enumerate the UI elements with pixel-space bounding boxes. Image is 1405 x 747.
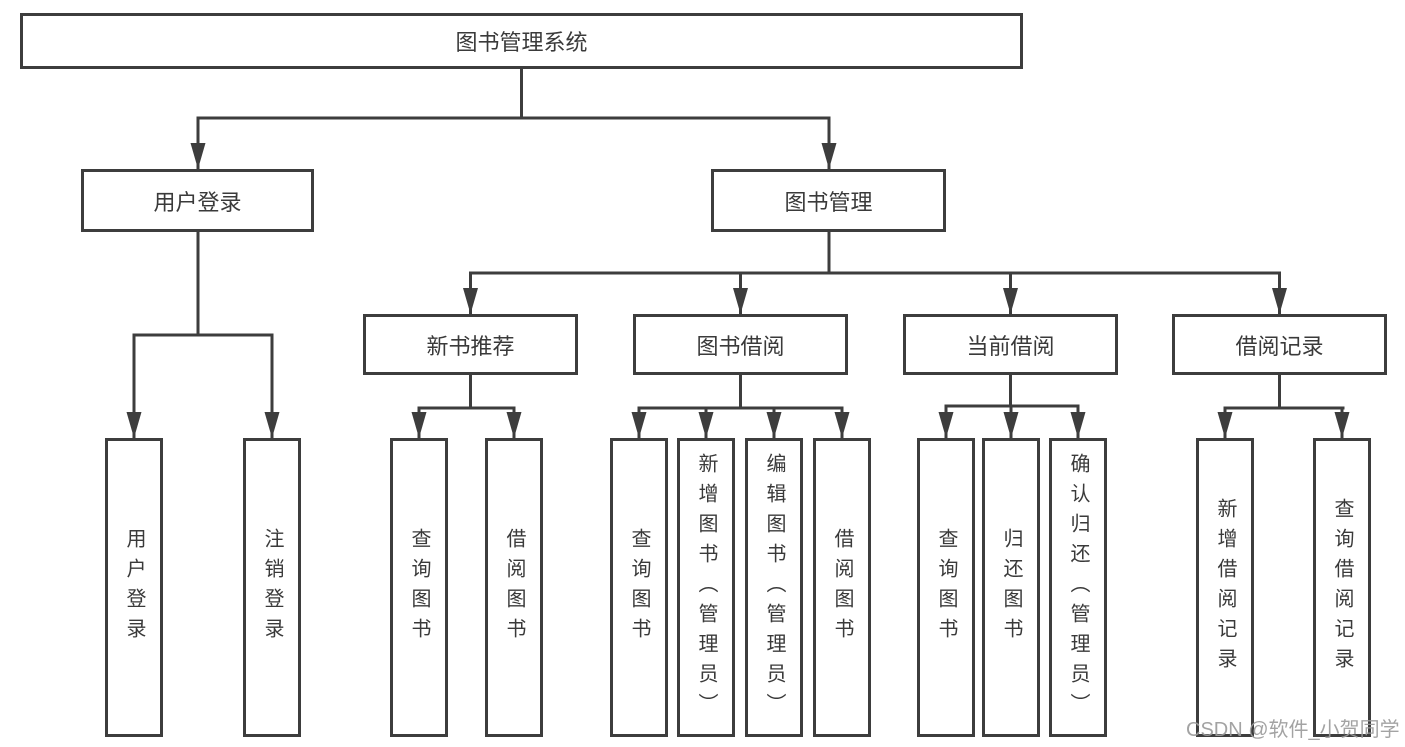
leaf-add-book-admin: 新增图书（管理员） xyxy=(677,438,735,737)
leaf-confirm-return-admin: 确认归还（管理员） xyxy=(1049,438,1107,737)
leaf-borrow-books-recommend: 借阅图书 xyxy=(485,438,543,737)
leaf-user-login: 用户登录 xyxy=(105,438,163,737)
leaf-label: 借阅图书 xyxy=(831,527,853,648)
leaf-borrow-books: 借阅图书 xyxy=(813,438,871,737)
node-root-label: 图书管理系统 xyxy=(455,30,588,55)
leaf-edit-book-admin: 编辑图书（管理员） xyxy=(745,438,803,737)
leaf-label: 新增借阅记录 xyxy=(1214,497,1236,678)
leaf-label: 归还图书 xyxy=(1000,527,1022,648)
leaf-return-book: 归还图书 xyxy=(982,438,1040,737)
leaf-label: 新增图书（管理员） xyxy=(695,452,717,723)
leaf-add-borrow-record: 新增借阅记录 xyxy=(1196,438,1254,737)
leaf-query-borrow-record: 查询借阅记录 xyxy=(1313,438,1371,737)
leaf-label: 编辑图书（管理员） xyxy=(763,452,785,723)
node-label: 借阅记录 xyxy=(1235,333,1324,359)
node-user-login: 用户登录 xyxy=(81,169,314,232)
node-label: 图书借阅 xyxy=(696,333,785,359)
node-label: 图书管理 xyxy=(784,189,873,215)
leaf-query-books-borrow: 查询图书 xyxy=(610,438,668,737)
leaf-label: 借阅图书 xyxy=(503,527,525,648)
leaf-label: 用户登录 xyxy=(123,527,145,648)
node-borrow-records: 借阅记录 xyxy=(1172,314,1387,375)
node-new-book-recommend: 新书推荐 xyxy=(363,314,578,375)
leaf-label: 确认归还（管理员） xyxy=(1067,452,1089,723)
leaf-label: 查询图书 xyxy=(408,527,430,648)
node-book-borrow: 图书借阅 xyxy=(633,314,848,375)
leaf-label: 注销登录 xyxy=(261,527,283,648)
leaf-query-books-current: 查询图书 xyxy=(917,438,975,737)
node-label: 新书推荐 xyxy=(426,333,515,359)
node-label: 用户登录 xyxy=(153,189,242,215)
node-label: 当前借阅 xyxy=(966,333,1055,359)
csdn-watermark: CSDN @软件_小贺同学 xyxy=(1186,719,1400,741)
node-current-borrow: 当前借阅 xyxy=(903,314,1118,375)
node-root: 图书管理系统 xyxy=(20,13,1023,69)
leaf-label: 查询借阅记录 xyxy=(1331,497,1353,678)
leaf-label: 查询图书 xyxy=(935,527,957,648)
leaf-logout: 注销登录 xyxy=(243,438,301,737)
leaf-label: 查询图书 xyxy=(628,527,650,648)
node-book-management: 图书管理 xyxy=(711,169,946,232)
leaf-query-books-recommend: 查询图书 xyxy=(390,438,448,737)
